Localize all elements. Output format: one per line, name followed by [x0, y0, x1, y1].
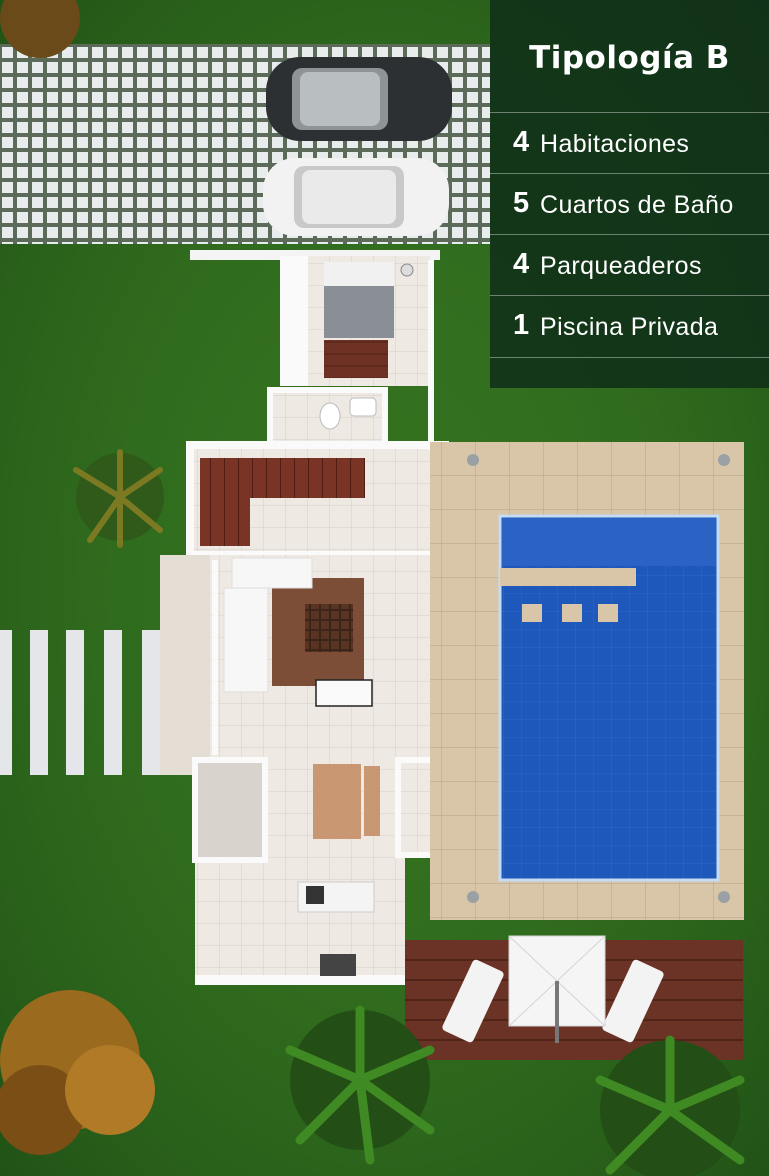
feature-parking: 4 Parqueaderos	[490, 234, 769, 296]
tree-top-left	[0, 0, 80, 58]
palm-tree-bottom	[285, 1005, 435, 1165]
sun-loungers	[442, 959, 664, 1043]
feature-label: Habitaciones	[540, 130, 690, 158]
car-white	[263, 158, 449, 236]
feature-label: Piscina Privada	[540, 313, 719, 341]
feature-count: 5	[513, 187, 530, 219]
shrub-bottom-left	[0, 990, 155, 1155]
feature-bedrooms: 4 Habitaciones	[490, 112, 769, 174]
features-panel: Tipología B 4 Habitaciones 5 Cuartos de …	[490, 0, 769, 388]
feature-bathrooms: 5 Cuartos de Baño	[490, 173, 769, 235]
feature-label: Parqueaderos	[540, 252, 702, 280]
house	[160, 250, 463, 985]
feature-count: 4	[513, 248, 530, 280]
palm-tree-bottom-right	[595, 1035, 745, 1176]
feature-count: 1	[513, 309, 530, 341]
feature-pool: 1 Piscina Privada	[490, 295, 769, 358]
typology-title: Tipología B	[529, 40, 730, 76]
umbrella	[508, 935, 606, 1043]
car-dark	[266, 57, 452, 141]
stepping-stones	[0, 630, 160, 775]
feature-label: Cuartos de Baño	[540, 191, 734, 219]
palm-tree-left	[73, 449, 164, 548]
feature-count: 4	[513, 126, 530, 158]
